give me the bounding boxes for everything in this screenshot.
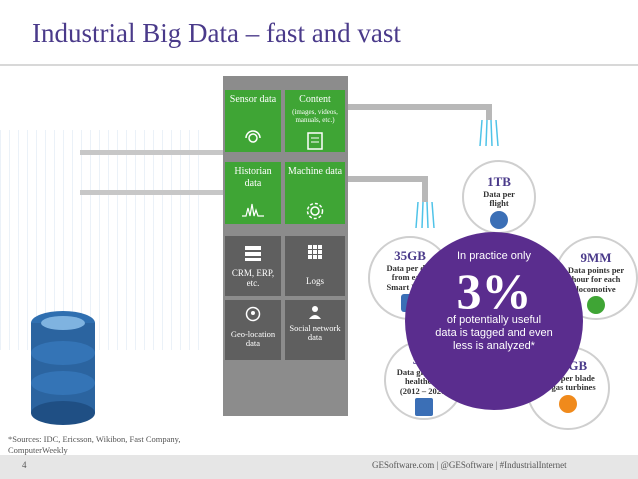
water-stream-icon bbox=[479, 119, 499, 147]
tile-machine-label: Machine data bbox=[287, 166, 343, 177]
page-title: Industrial Big Data – fast and vast bbox=[32, 18, 401, 48]
pipe-left-upper bbox=[80, 150, 223, 155]
stat-value: 1TB bbox=[487, 174, 511, 189]
turbine-icon bbox=[559, 394, 577, 413]
document-icon bbox=[285, 132, 345, 152]
airplane-icon bbox=[490, 210, 508, 229]
train-icon bbox=[587, 296, 605, 315]
tile-social-label: Social network data bbox=[289, 323, 341, 343]
stat-description: Data per blade by gas turbines bbox=[540, 373, 596, 393]
background-data-pattern bbox=[0, 130, 200, 350]
hospital-icon bbox=[415, 398, 433, 417]
tile-machine-data: Machine data bbox=[285, 162, 345, 224]
tile-crm-erp: CRM, ERP, etc. bbox=[225, 236, 281, 296]
tile-historian-label: Historian data bbox=[234, 166, 272, 189]
hub-top-text: In practice only bbox=[457, 250, 531, 262]
server-icon bbox=[225, 244, 281, 264]
tile-historian-data: Historian data bbox=[225, 162, 281, 224]
stat-value: 9MM bbox=[580, 250, 612, 265]
pipe-lower bbox=[348, 176, 428, 182]
gear-icon bbox=[285, 202, 345, 222]
hub-percentage: 3% bbox=[456, 263, 532, 319]
footer-bar bbox=[0, 455, 638, 479]
tile-sensor-data: Sensor data bbox=[225, 90, 281, 152]
pipe-lower-drop bbox=[422, 176, 428, 202]
tile-content-sublabel: (images, videos, manuals, etc.) bbox=[292, 107, 338, 124]
tile-logs-label: Logs bbox=[306, 276, 324, 286]
location-pin-icon bbox=[225, 306, 281, 324]
tile-logs: Logs bbox=[285, 236, 345, 296]
sources-footnote: *Sources: IDC, Ericsson, Wikibon, Fast C… bbox=[8, 434, 181, 456]
social-network-icon bbox=[285, 304, 345, 322]
stat-description: Data per day from each Smart Meter bbox=[386, 263, 434, 292]
tile-sensor-label: Sensor data bbox=[229, 94, 277, 105]
stat-description: Data per flight bbox=[483, 189, 515, 209]
pipe-upper bbox=[348, 104, 492, 110]
stat-value: 35GB bbox=[394, 248, 426, 263]
tile-geo-location: Geo-location data bbox=[225, 300, 281, 360]
pipe-upper-drop bbox=[486, 104, 492, 120]
hub-circle: In practice only 3% of potentially usefu… bbox=[405, 232, 583, 410]
hub-bottom-text: of potentially useful data is tagged and… bbox=[435, 314, 553, 353]
grid-icon bbox=[285, 244, 345, 262]
data-sources-panel: Sensor data Content (images, videos, man… bbox=[223, 76, 348, 416]
stat-circle-flight: 1TB Data per flight bbox=[462, 160, 536, 234]
bar-signal-icon bbox=[225, 202, 281, 220]
stat-description: Data points per hour for each locomotive bbox=[567, 265, 625, 294]
title-divider bbox=[0, 64, 638, 66]
tile-geo-label: Geo-location data bbox=[230, 329, 276, 349]
pipe-left-lower bbox=[80, 190, 223, 195]
tile-content: Content (images, videos, manuals, etc.) bbox=[285, 90, 345, 152]
tile-social-network: Social network data bbox=[285, 300, 345, 360]
footer-links: GESoftware.com | @GESoftware | #Industri… bbox=[372, 460, 567, 470]
tile-crm-label: CRM, ERP, etc. bbox=[231, 268, 275, 289]
page-number: 4 bbox=[22, 460, 27, 470]
water-stream-icon bbox=[415, 201, 435, 229]
tile-content-label: Content bbox=[299, 94, 331, 105]
sensor-icon bbox=[225, 128, 281, 150]
database-icon bbox=[31, 311, 95, 425]
